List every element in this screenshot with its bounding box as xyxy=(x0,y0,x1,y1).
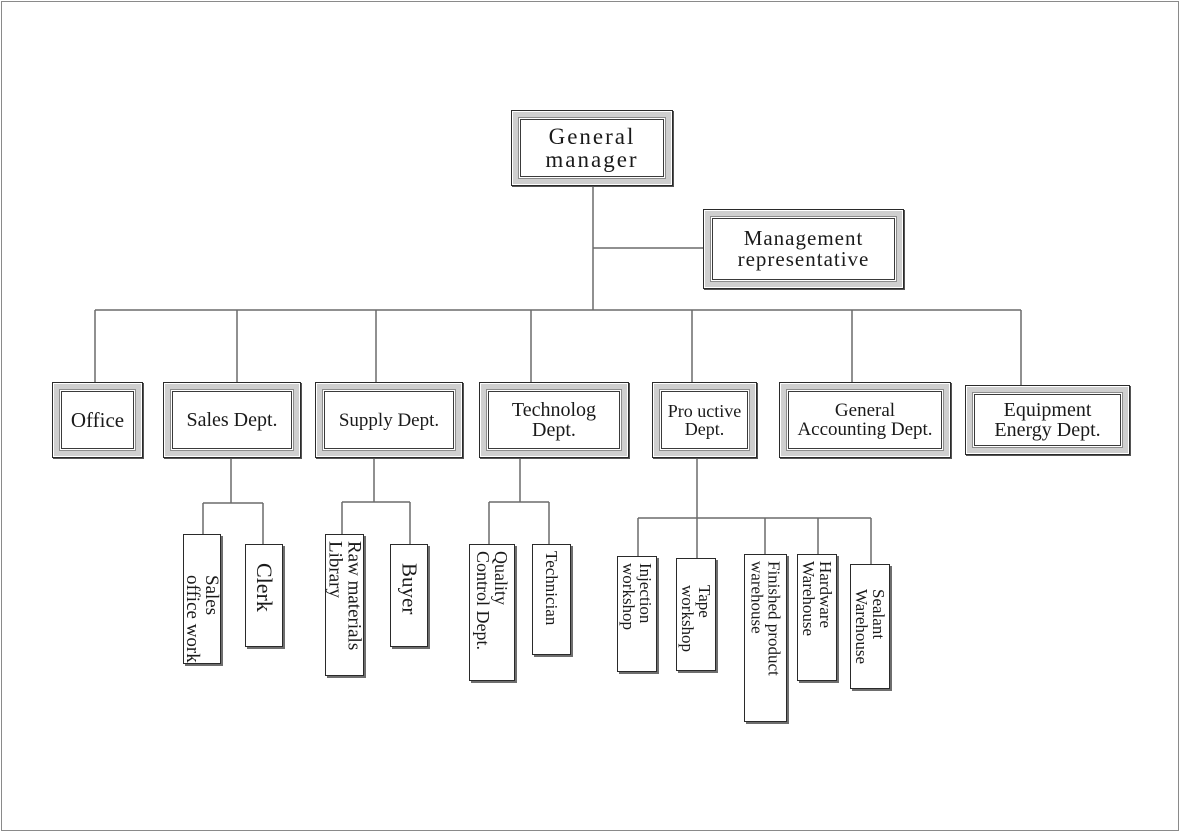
sub-technician-label: Technician xyxy=(542,551,561,626)
dept-productive-box: Pro uctive Dept. xyxy=(652,382,757,458)
sub-quality-control-label: Quality Control Dept. xyxy=(473,551,511,650)
sub-finished-product-box: Finished product warehouse xyxy=(744,554,787,722)
dept-equipment-box: Equipment Energy Dept. xyxy=(965,385,1130,455)
sub-technician-box: Technician xyxy=(532,544,571,655)
management-representative-box: Management representative xyxy=(703,209,904,289)
sub-raw-materials-label: Raw materials Library xyxy=(324,541,365,651)
dept-accounting-label: General Accounting Dept. xyxy=(788,391,942,449)
dept-office-label: Office xyxy=(61,391,134,449)
dept-office-box: Office xyxy=(52,382,143,458)
general-manager-box: General manager xyxy=(511,110,673,186)
sub-buyer-label: Buyer xyxy=(397,563,422,615)
dept-productive-label: Pro uctive Dept. xyxy=(661,391,748,449)
sub-sealant-warehouse-label: Sealant Warehouse xyxy=(852,589,888,665)
sub-quality-control-box: Quality Control Dept. xyxy=(469,544,515,681)
sub-buyer-box: Buyer xyxy=(390,544,428,647)
sub-injection-workshop-label: Injection workshop xyxy=(619,563,655,631)
sub-finished-product-label: Finished product warehouse xyxy=(747,561,784,676)
sub-sales-office-work-label: Sales office work xyxy=(182,575,222,663)
dept-supply-box: Supply Dept. xyxy=(315,382,463,458)
sub-hardware-warehouse-label: Hardware Warehouse xyxy=(799,561,835,637)
dept-sales-box: Sales Dept. xyxy=(163,382,301,458)
sub-clerk-label: Clerk xyxy=(252,563,277,612)
dept-technology-box: Technolog Dept. xyxy=(479,382,629,458)
management-representative-label: Management representative xyxy=(712,218,895,280)
general-manager-label: General manager xyxy=(520,119,664,177)
dept-sales-label: Sales Dept. xyxy=(172,391,292,449)
dept-equipment-label: Equipment Energy Dept. xyxy=(974,394,1121,446)
dept-technology-label: Technolog Dept. xyxy=(488,391,620,449)
sub-raw-materials-box: Raw materials Library xyxy=(324,534,365,676)
sub-tape-workshop-box: Tape workshop xyxy=(676,558,716,671)
sub-clerk-box: Clerk xyxy=(245,544,283,647)
sub-sealant-warehouse-box: Sealant Warehouse xyxy=(850,564,890,689)
sub-sales-office-work-box: Sales office work xyxy=(182,534,222,664)
sub-hardware-warehouse-box: Hardware Warehouse xyxy=(797,554,837,681)
sub-tape-workshop-label: Tape workshop xyxy=(678,585,714,653)
sub-injection-workshop-box: Injection workshop xyxy=(617,556,657,672)
dept-accounting-box: General Accounting Dept. xyxy=(779,382,951,458)
dept-supply-label: Supply Dept. xyxy=(324,391,454,449)
